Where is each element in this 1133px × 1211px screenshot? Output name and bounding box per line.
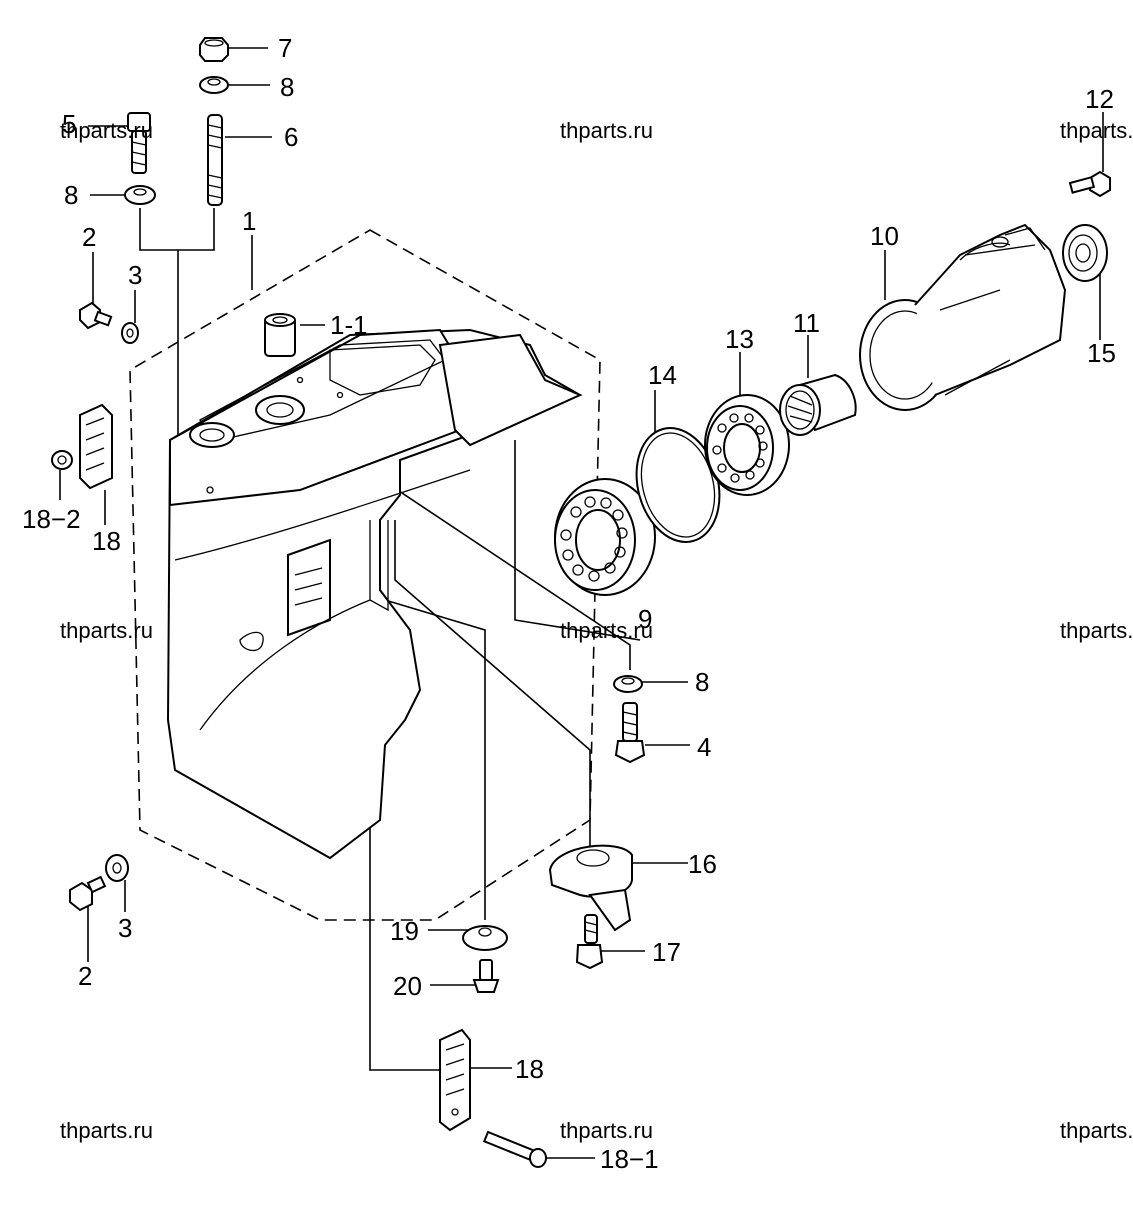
callout-18-2: 18−2 bbox=[22, 504, 81, 534]
watermark: thparts.ru bbox=[560, 1118, 653, 1143]
bolt-5 bbox=[127, 112, 151, 174]
bolt-2-upper bbox=[79, 301, 113, 330]
stud-6 bbox=[207, 114, 223, 206]
callout-18: 18 bbox=[515, 1054, 544, 1084]
callout-7: 7 bbox=[278, 33, 292, 63]
watermark: thparts.ru bbox=[1060, 1118, 1133, 1143]
watermark: thparts.ru bbox=[60, 118, 153, 143]
part-19 bbox=[462, 925, 508, 951]
bearing-housing-10 bbox=[859, 223, 1067, 411]
oil-seal-15 bbox=[1062, 224, 1108, 282]
gear-case-body bbox=[166, 328, 583, 860]
washer-8-left bbox=[124, 185, 156, 205]
bolt-4 bbox=[614, 702, 646, 764]
callout-19: 19 bbox=[390, 916, 419, 946]
bearing-13 bbox=[704, 394, 790, 496]
callout-1: 1 bbox=[242, 206, 256, 236]
callout-8: 8 bbox=[64, 180, 78, 210]
callout-15: 15 bbox=[1087, 338, 1116, 368]
callout-17: 17 bbox=[652, 937, 681, 967]
callout-3: 3 bbox=[118, 913, 132, 943]
screw-18-2 bbox=[51, 450, 73, 470]
callout-2: 2 bbox=[78, 961, 92, 991]
needle-bearing-11 bbox=[779, 373, 857, 436]
callout-labels: 7 8 6 5 8 1 2 3 1-1 18−2 18 9 8 4 16 17 … bbox=[22, 33, 1116, 1174]
bolt-17 bbox=[575, 914, 604, 970]
anode-18-lower bbox=[439, 1028, 471, 1132]
callout-12: 12 bbox=[1085, 84, 1114, 114]
callout-8: 8 bbox=[280, 72, 294, 102]
callout-18-1: 18−1 bbox=[600, 1144, 659, 1174]
callout-9: 9 bbox=[638, 604, 652, 634]
watermark: thparts.ru bbox=[1060, 618, 1133, 643]
bolt-18-1 bbox=[482, 1130, 547, 1168]
watermarks: thparts.ru thparts.ru thparts.ru thparts… bbox=[60, 118, 1133, 1143]
trim-tab-16 bbox=[548, 844, 633, 932]
callout-16: 16 bbox=[688, 849, 717, 879]
bearing-9 bbox=[554, 478, 656, 596]
watermark: thparts.ru bbox=[560, 618, 653, 643]
bolt-2-lower bbox=[69, 875, 107, 912]
callout-4: 4 bbox=[697, 732, 711, 762]
washer-8-right bbox=[613, 675, 643, 693]
callout-1-1: 1-1 bbox=[330, 310, 368, 340]
callout-18: 18 bbox=[92, 526, 121, 556]
callout-14: 14 bbox=[648, 360, 677, 390]
callout-10: 10 bbox=[870, 221, 899, 251]
anode-18-left bbox=[79, 403, 113, 490]
washer-8-top bbox=[199, 76, 229, 94]
watermark: thparts.ru bbox=[560, 118, 653, 143]
callout-2: 2 bbox=[82, 222, 96, 252]
callout-13: 13 bbox=[725, 324, 754, 354]
bolt-12 bbox=[1068, 170, 1111, 198]
callout-11: 11 bbox=[793, 308, 820, 338]
callout-6: 6 bbox=[284, 122, 298, 152]
callout-3: 3 bbox=[128, 260, 142, 290]
nut-7 bbox=[199, 37, 229, 62]
callout-5: 5 bbox=[62, 109, 76, 139]
screw-20 bbox=[472, 959, 500, 993]
callout-20: 20 bbox=[393, 971, 422, 1001]
callout-8: 8 bbox=[695, 667, 709, 697]
watermark: thparts.ru bbox=[1060, 118, 1133, 143]
washer-3-upper bbox=[121, 322, 139, 344]
washer-3-lower bbox=[105, 854, 129, 882]
watermark: thparts.ru bbox=[60, 1118, 153, 1143]
dowel-1-1 bbox=[264, 313, 296, 357]
watermark: thparts.ru bbox=[60, 618, 153, 643]
